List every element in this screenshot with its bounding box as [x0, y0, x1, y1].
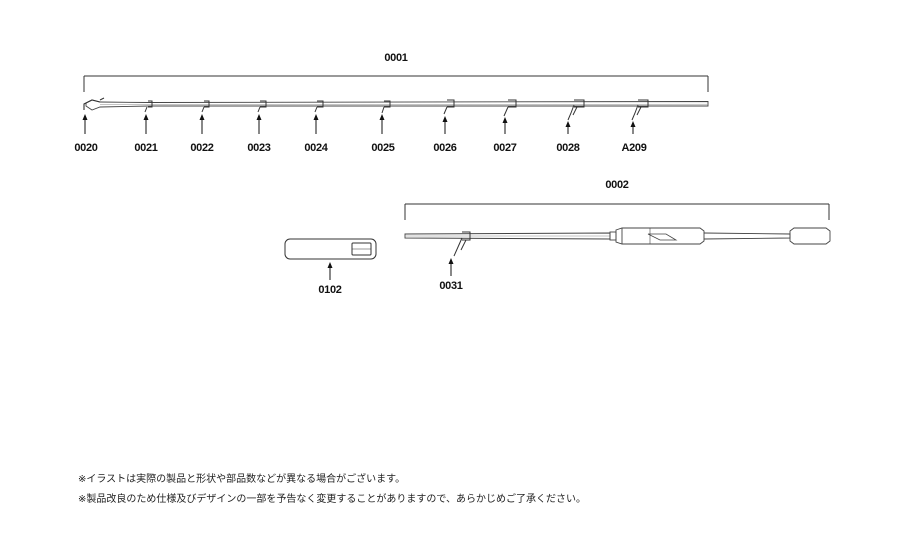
disclaimer-notes: ※イラストは実際の製品と形状や部品数などが異なる場合がございます。 ※製品改良の… [78, 470, 586, 510]
guide-0028 [567, 99, 585, 121]
guide-0024 [314, 100, 324, 113]
guide-0021 [144, 100, 153, 113]
guide-0027 [503, 99, 517, 117]
part-label-0024: 0024 [304, 142, 328, 154]
part-label-0021: 0021 [134, 142, 157, 154]
guide-0025 [381, 100, 391, 114]
butt-section-bracket [404, 203, 830, 220]
part-label-0027: 0027 [493, 142, 516, 154]
rod-case [284, 238, 377, 260]
butt-section-blank [404, 227, 831, 245]
part-label-0026: 0026 [433, 142, 456, 154]
part-label-0028: 0028 [556, 142, 579, 154]
guide-0031 [453, 231, 471, 257]
guide-A209 [631, 99, 649, 121]
butt-section-label: 0002 [605, 179, 628, 191]
note-specification: ※製品改良のため仕様及びデザインの一部を予告なく変更することがありますので、あら… [78, 494, 586, 505]
tip-section-bracket [83, 75, 709, 92]
part-label-0022: 0022 [190, 142, 213, 154]
arrows-tip-section [84, 117, 634, 134]
part-label-A209: A209 [621, 142, 646, 154]
part-label-0023: 0023 [247, 142, 270, 154]
part-label-0031: 0031 [439, 280, 462, 292]
note-illustration: ※イラストは実際の製品と形状や部品数などが異なる場合がございます。 [78, 474, 406, 485]
guide-0022 [201, 100, 210, 113]
part-label-0020: 0020 [74, 142, 97, 154]
guide-0026 [443, 99, 455, 115]
tip-section-label: 0001 [384, 52, 407, 64]
tip-section-blank [85, 99, 709, 111]
part-label-0025: 0025 [371, 142, 394, 154]
tip-top [83, 97, 105, 110]
guide-0023 [257, 100, 267, 113]
part-label-0102: 0102 [318, 284, 341, 296]
